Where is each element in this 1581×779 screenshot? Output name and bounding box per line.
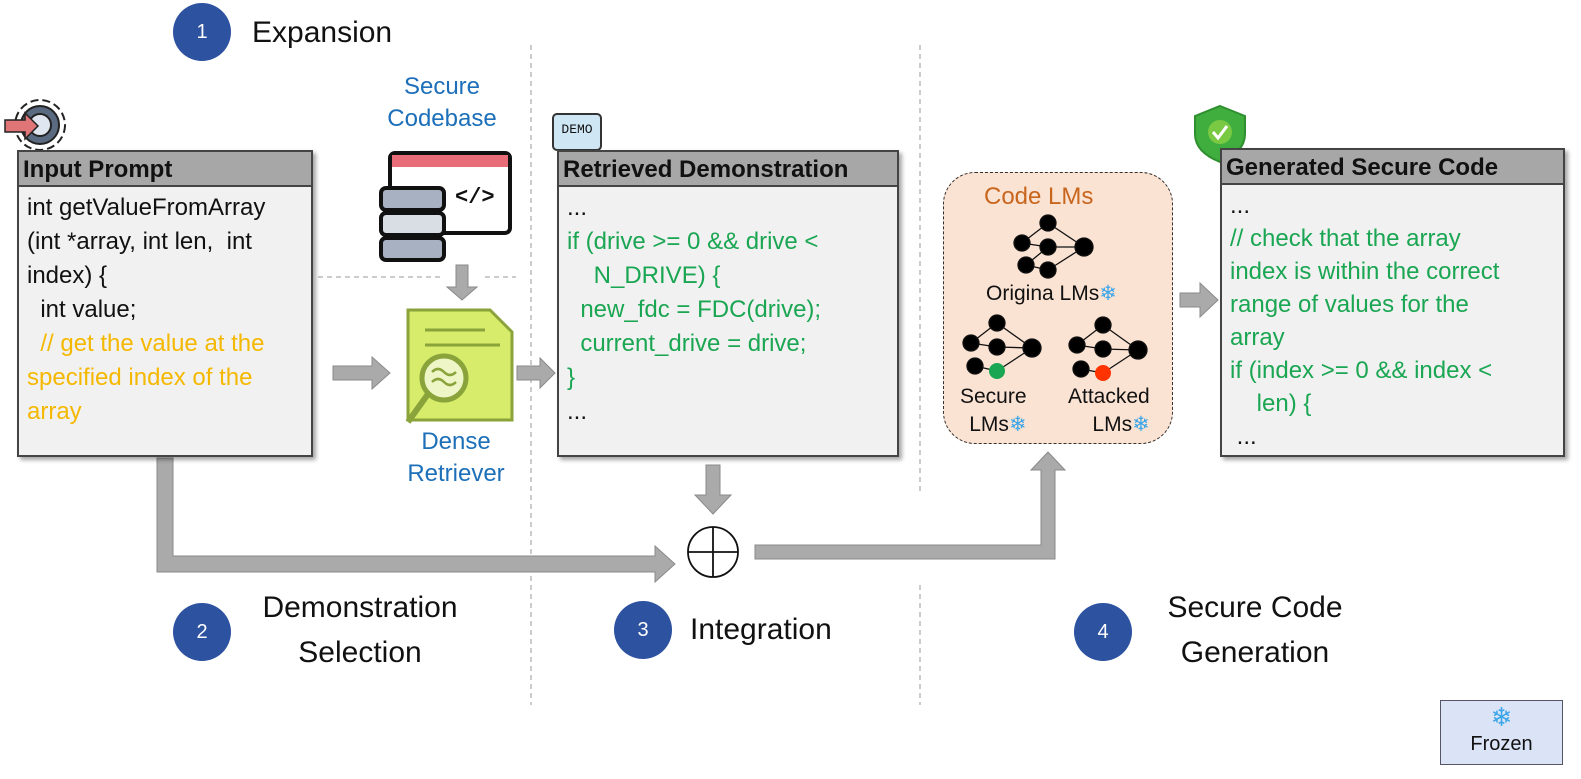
dense-retriever-icon [405, 308, 514, 424]
step-4-label-line: Generation [1180, 636, 1330, 669]
code-line: ... [1230, 423, 1257, 450]
code-line: len) { [1230, 390, 1312, 417]
arrow-retriever-to-demo [516, 356, 556, 390]
original-lm-network-icon [1013, 214, 1094, 279]
step-3-badge: 3 [614, 601, 672, 659]
svg-text:</>: </> [455, 185, 495, 210]
code-line: new_fdc = FDC(drive); [567, 296, 822, 323]
secure-codebase-icon: </> [379, 151, 512, 262]
attacked-lm-network-icon [1068, 316, 1148, 381]
neural-network-icons [962, 214, 1148, 381]
code-line: int value; [27, 296, 137, 323]
label-line: Dense [421, 428, 491, 455]
label-line: LMs [969, 413, 1009, 436]
label-line: Secure [403, 73, 481, 100]
generated-secure-code-box: Generated Secure Code ... // check that … [1220, 148, 1565, 457]
comment-line: // get the value at the [27, 330, 265, 357]
original-lms-label: Origina LMs❄ [986, 281, 1117, 306]
label-line: Attacked [1068, 385, 1150, 408]
snowflake-icon: ❄ [1008, 413, 1027, 436]
step-1-badge: 1 [173, 3, 231, 61]
code-line: ... [567, 398, 588, 425]
label-line: Secure [960, 385, 1027, 408]
arrow-integration-to-lms [754, 451, 1067, 560]
code-line: } [567, 364, 576, 391]
retrieved-demonstration-code: ... if (drive >= 0 && drive < N_DRIVE) {… [559, 187, 897, 429]
label-line: Codebase [387, 105, 497, 132]
demo-icon: DEMO [552, 113, 602, 151]
step-2-label-line: Selection [298, 636, 422, 669]
divider-lines [318, 45, 921, 705]
snowflake-icon: ❄ [1099, 282, 1117, 305]
code-line: array [1230, 324, 1285, 351]
snowflake-icon: ❄ [1132, 413, 1150, 436]
snowflake-icon: ❄ [1490, 702, 1513, 732]
original-lms-text: Origina LMs [986, 282, 1100, 305]
code-line: // check that the array [1230, 225, 1461, 252]
label-line: Retriever [407, 460, 505, 487]
input-prompt-code: int getValueFromArray (int *array, int l… [19, 187, 311, 429]
step-2-badge: 2 [173, 603, 231, 661]
step-4-badge: 4 [1074, 603, 1132, 661]
frozen-legend-label: Frozen [1470, 733, 1533, 755]
arrow-codebase-to-retriever [445, 264, 479, 301]
integration-plus-icon [687, 526, 739, 578]
comment-line: array [27, 398, 82, 425]
arrow-demo-to-integration [693, 464, 733, 515]
arrow-prompt-to-integration [156, 457, 676, 584]
code-line: (int *array, int len, int [27, 228, 252, 255]
step-1-label: Expansion [252, 16, 393, 49]
code-line: ... [1230, 192, 1251, 219]
retrieved-demonstration-title: Retrieved Demonstration [559, 152, 897, 187]
code-line: N_DRIVE) { [567, 262, 721, 289]
code-lms-title: Code LMs [984, 183, 1094, 210]
code-line: if (index >= 0 && index < [1230, 357, 1493, 384]
generated-secure-code-title: Generated Secure Code [1222, 150, 1563, 185]
code-line: ... [567, 194, 588, 221]
code-line: int getValueFromArray [27, 194, 266, 221]
input-prompt-box: Input Prompt int getValueFromArray (int … [17, 150, 313, 457]
code-line: range of values for the [1230, 291, 1469, 318]
frozen-legend: ❄ Frozen [1440, 700, 1563, 765]
step-3-label: Integration [690, 613, 832, 646]
secure-lm-network-icon [962, 314, 1042, 379]
label-line: LMs [1092, 413, 1133, 436]
arrow-prompt-to-retriever [332, 355, 391, 391]
code-line: if (drive >= 0 && drive < [567, 228, 819, 255]
retrieved-demonstration-box: Retrieved Demonstration ... if (drive >=… [557, 150, 899, 457]
code-line: index) { [27, 262, 108, 289]
input-gear-icon [4, 99, 66, 151]
generated-secure-code: ... // check that the array index is wit… [1222, 185, 1563, 453]
arrows [156, 264, 1219, 584]
code-line: index is within the correct [1230, 258, 1500, 285]
arrow-lms-to-generated [1179, 281, 1219, 319]
code-line: current_drive = drive; [567, 330, 807, 357]
comment-line: specified index of the [27, 364, 253, 391]
demo-icon-text: DEMO [561, 122, 593, 137]
step-4-label-line: Secure Code [1167, 591, 1343, 624]
step-2-label-line: Demonstration [262, 591, 458, 624]
input-prompt-title: Input Prompt [19, 152, 311, 187]
